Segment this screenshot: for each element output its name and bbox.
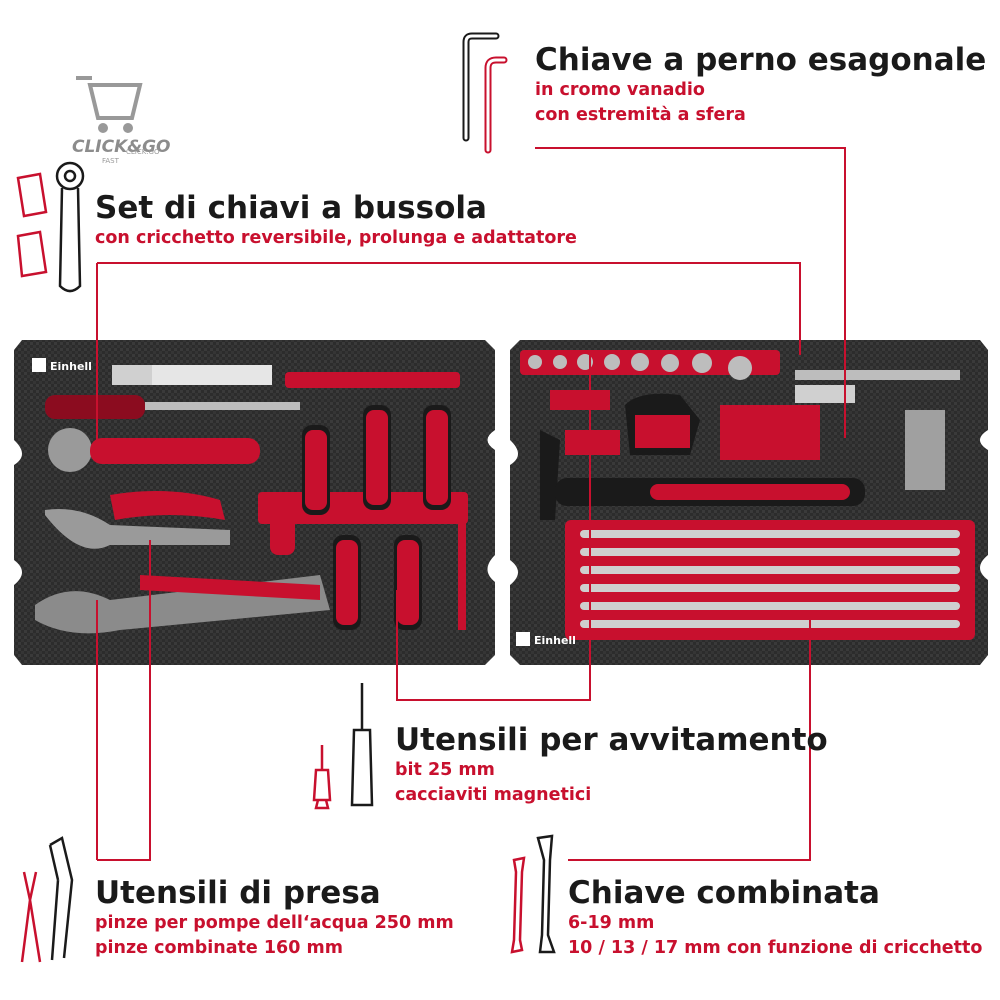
right-tray: Einhell [510, 340, 988, 665]
wrench-icon [510, 834, 556, 954]
hex-key-icon [462, 32, 508, 154]
callout-screwdriving-line-1: bit 25 mm [395, 760, 495, 780]
callout-gripping-line-1: pinze per pompe dell‘acqua 250 mm [95, 913, 454, 933]
tray-brand-label: Einhell [534, 634, 576, 647]
watermark-brand: CLICK&GO [72, 137, 171, 157]
pliers-icon [20, 836, 74, 963]
callout-combination-wrench-line-2: 10 / 13 / 17 mm con funzione di cricchet… [568, 938, 983, 958]
callout-gripping-title: Utensili di presa [95, 875, 381, 911]
callout-combination-wrench-title: Chiave combinata [568, 875, 880, 911]
watermark-handle: CLICK.GO [126, 148, 160, 156]
connector-lines [96, 147, 846, 861]
callout-hex-key: Chiave a perno esagonale in cromo vanadi… [535, 42, 986, 128]
callout-hex-key-line-1: in cromo vanadio [535, 80, 705, 100]
callout-gripping-line-2: pinze combinate 160 mm [95, 938, 343, 958]
callout-socket-set-title: Set di chiavi a bussola [95, 190, 487, 226]
tray-brand-label: Einhell [50, 360, 92, 373]
callout-screwdriving: Utensili per avvitamento bit 25 mm cacci… [395, 722, 828, 808]
watermark-logo: CLICK&GO FAST CLICK.GO [72, 76, 171, 165]
callout-screwdriving-title: Utensili per avvitamento [395, 722, 828, 758]
callout-hex-key-title: Chiave a perno esagonale [535, 42, 987, 78]
callout-combination-wrench-line-1: 6-19 mm [568, 913, 655, 933]
callout-screwdriving-line-2: cacciaviti magnetici [395, 785, 592, 805]
callout-socket-set-line-1: con cricchetto reversibile, prolunga e a… [95, 228, 577, 248]
left-tray: Einhell [14, 340, 495, 665]
callout-socket-set: Set di chiavi a bussola con cricchetto r… [95, 190, 577, 251]
ratchet-icon [55, 161, 85, 293]
callout-gripping: Utensili di presa pinze per pompe dell‘a… [95, 875, 454, 961]
screwdriver-icon [312, 683, 374, 810]
callout-hex-key-line-2: con estremità a sfera [535, 105, 746, 125]
callout-combination-wrench: Chiave combinata 6-19 mm 10 / 13 / 17 mm… [568, 875, 982, 961]
watermark-sub: FAST [102, 157, 120, 165]
socket-icon [16, 172, 48, 278]
